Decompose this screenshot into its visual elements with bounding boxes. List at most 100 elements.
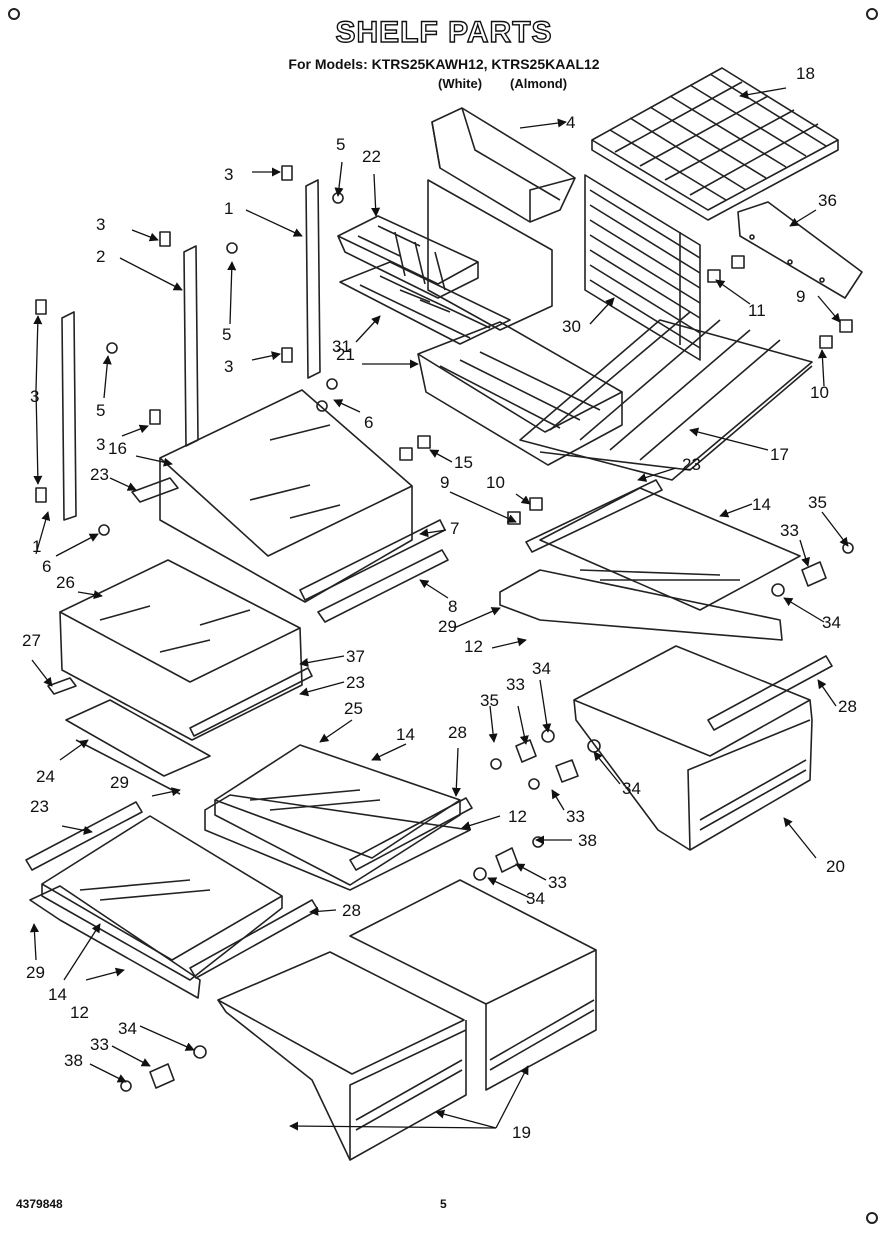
callout-6: 6 [42, 557, 51, 576]
callout-19: 19 [512, 1123, 531, 1142]
callout-23: 23 [90, 465, 109, 484]
callout-5: 5 [222, 325, 231, 344]
crisper-cover-26 [59, 559, 303, 741]
page-title: SHELF PARTS [335, 15, 553, 49]
color-almond-label: (Almond) [510, 76, 568, 91]
leader-lines [29, 87, 849, 1131]
document-number: 4379848 [16, 1197, 63, 1211]
tray-holder-31 [339, 261, 511, 345]
callout-3: 3 [30, 387, 39, 406]
callout-3: 3 [224, 165, 233, 184]
callout-33: 33 [90, 1035, 109, 1054]
callout-23: 23 [682, 455, 701, 474]
callout-29: 29 [438, 617, 457, 636]
shelf-guard-36 [737, 201, 863, 299]
callout-33: 33 [506, 675, 525, 694]
callout-3: 3 [96, 215, 105, 234]
page-number: 5 [440, 1197, 447, 1211]
callout-36: 36 [818, 191, 837, 210]
glass-shelf-14-middle [214, 744, 461, 886]
callout-35: 35 [480, 691, 499, 710]
callout-33: 33 [548, 873, 567, 892]
callout-10: 10 [810, 383, 829, 402]
callout-30: 30 [562, 317, 581, 336]
callout-24: 24 [36, 767, 55, 786]
callout-9: 9 [796, 287, 805, 306]
callout-35: 35 [808, 493, 827, 512]
callout-8: 8 [448, 597, 457, 616]
callout-27: 27 [22, 631, 41, 650]
callout-15: 15 [454, 453, 473, 472]
corner-hole-icon [8, 8, 20, 20]
crisper-trim-37 [189, 667, 313, 737]
callout-3: 3 [96, 435, 105, 454]
trim-28-right [707, 655, 833, 731]
callout-29: 29 [26, 963, 45, 982]
callout-28: 28 [448, 723, 467, 742]
callout-10: 10 [486, 473, 505, 492]
glass-shelf-14-lower [41, 815, 283, 981]
callout-4: 4 [566, 113, 575, 132]
wire-shelf-18 [591, 67, 839, 221]
callout-1: 1 [224, 199, 233, 218]
callout-34: 34 [118, 1019, 137, 1038]
callout-16: 16 [108, 439, 127, 458]
callout-38: 38 [64, 1051, 83, 1070]
callout-5: 5 [96, 401, 105, 420]
callout-14: 14 [396, 725, 415, 744]
callout-12: 12 [70, 1003, 89, 1022]
callout-1: 1 [32, 537, 41, 556]
callout-9: 9 [440, 473, 449, 492]
wire-rack-30 [584, 174, 701, 361]
callout-14: 14 [752, 495, 771, 514]
trim-23-lower [25, 801, 143, 871]
freezer-basket-21 [417, 321, 623, 466]
callout-12: 12 [464, 637, 483, 656]
callout-11: 11 [748, 301, 766, 320]
bracket-1-left [61, 311, 77, 521]
trim-23-upper [131, 477, 179, 503]
models-line: For Models: KTRS25KAWH12, KTRS25KAAL12 [288, 56, 600, 72]
callout-33: 33 [780, 521, 799, 540]
callout-20: 20 [826, 857, 845, 876]
callout-38: 38 [578, 831, 597, 850]
callout-23: 23 [346, 673, 365, 692]
callout-labels: 18 4 5 22 3 1 36 3 2 5 31 30 11 9 3 21 1… [22, 64, 857, 1142]
callout-5: 5 [336, 135, 345, 154]
callout-7: 7 [450, 519, 459, 538]
callout-14: 14 [48, 985, 67, 1004]
trim-27 [47, 677, 77, 695]
small-hardware [35, 165, 854, 1092]
callout-12: 12 [508, 807, 527, 826]
callout-34: 34 [822, 613, 841, 632]
callout-23: 23 [30, 797, 49, 816]
pan-19-left [217, 951, 467, 1161]
color-white-label: (White) [438, 76, 483, 91]
glass-shelf-14-right [539, 487, 801, 611]
callout-3: 3 [224, 357, 233, 376]
callout-26: 26 [56, 573, 75, 592]
shelf-rail-8 [317, 549, 449, 623]
callout-18: 18 [796, 64, 815, 83]
callout-34: 34 [622, 779, 641, 798]
bracket-1-right [305, 179, 321, 379]
pan-19-right [349, 879, 597, 1091]
callout-29: 29 [110, 773, 129, 792]
corner-hole-icon [866, 8, 878, 20]
callout-28: 28 [838, 697, 857, 716]
callout-6: 6 [364, 413, 373, 432]
ice-bin-support [427, 179, 553, 331]
ice-cube-tray-22 [337, 215, 479, 299]
callout-17: 17 [770, 445, 789, 464]
corner-hole-icon [866, 1212, 878, 1224]
crisper-drawer-20 [573, 645, 813, 851]
callout-34: 34 [532, 659, 551, 678]
glass-shelf-16 [159, 389, 413, 603]
callout-33: 33 [566, 807, 585, 826]
callout-22: 22 [362, 147, 381, 166]
callout-28: 28 [342, 901, 361, 920]
callout-2: 2 [96, 247, 105, 266]
shelf-frame-12-lower [29, 885, 201, 999]
callout-37: 37 [346, 647, 365, 666]
